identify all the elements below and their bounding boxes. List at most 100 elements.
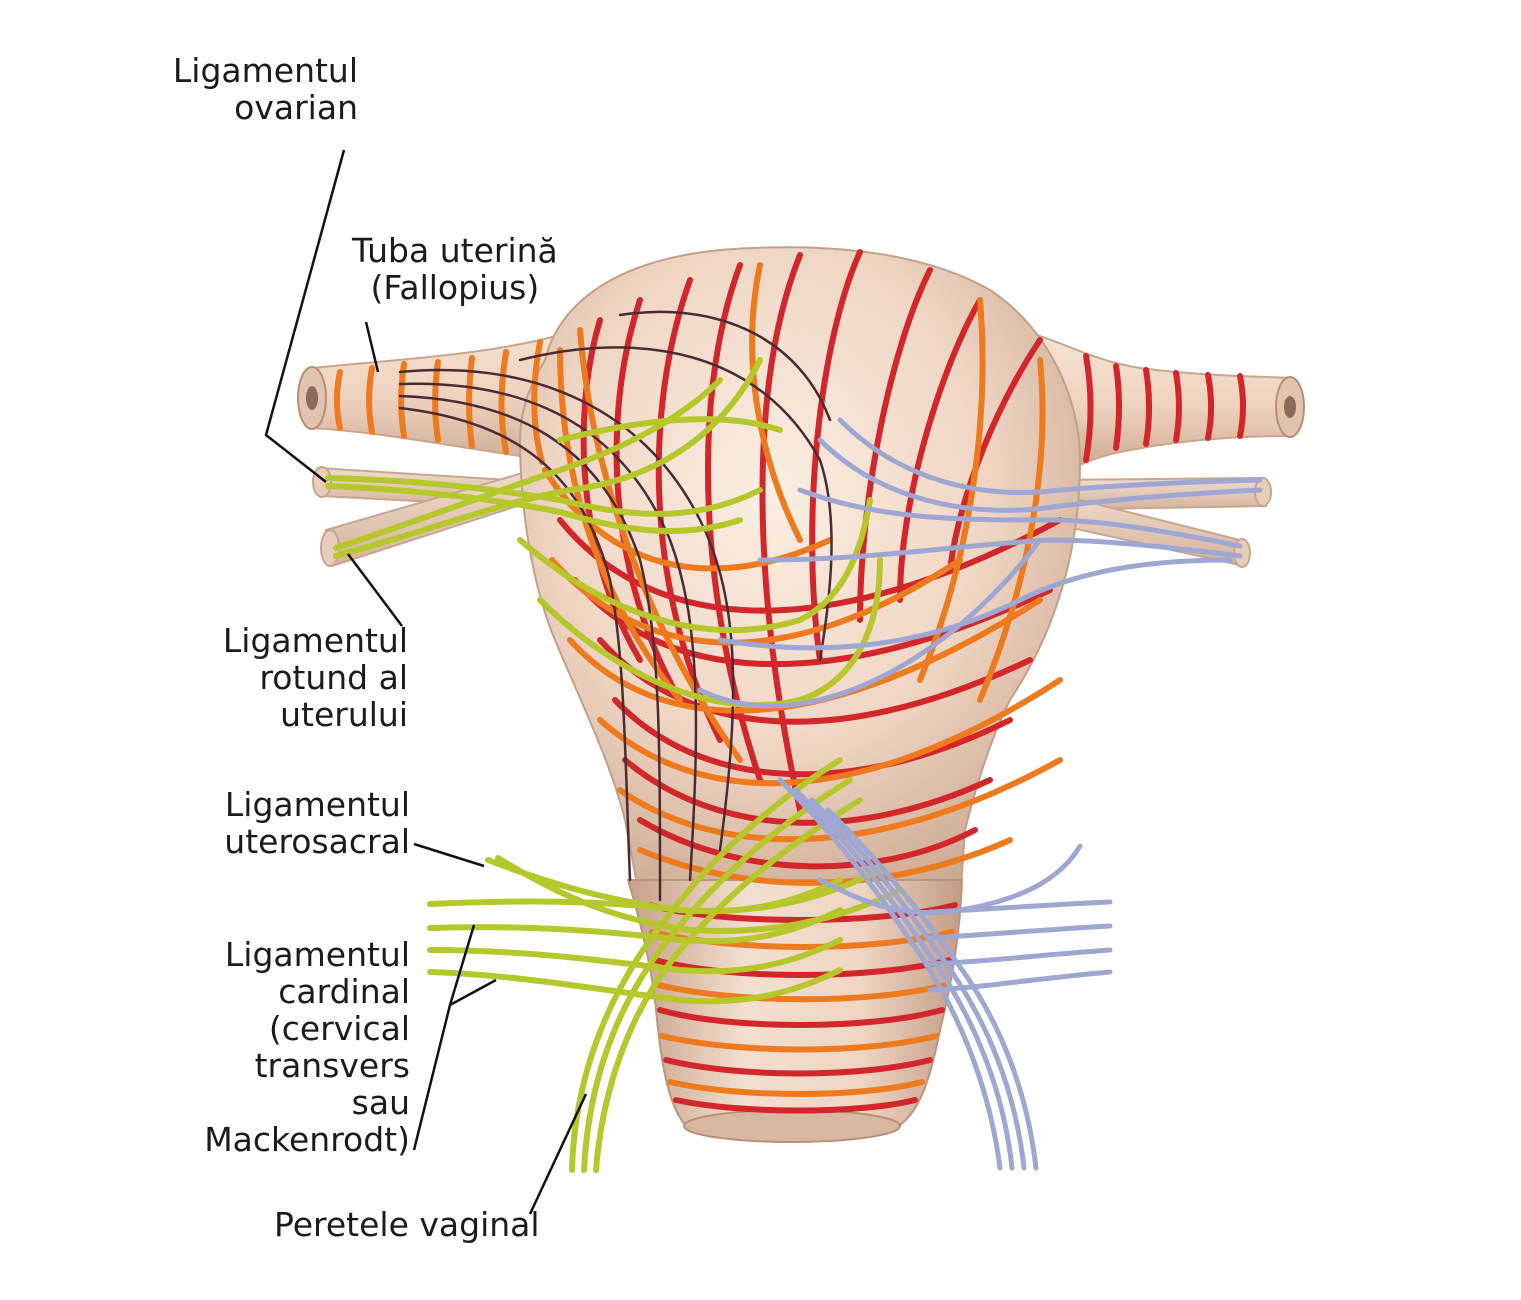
label-ligamentul-rotund: Ligamentul rotund al uterului <box>223 622 408 733</box>
label-line: transvers <box>254 1046 410 1085</box>
cardinal-fiber <box>427 937 843 975</box>
vaginal-fiber <box>581 777 853 1173</box>
leader-vaginal <box>528 1093 588 1215</box>
uterus-body <box>518 246 1082 1143</box>
blue-fiber <box>927 899 1113 915</box>
right-tube-ring <box>1083 353 1094 463</box>
right-tube-ring <box>1237 373 1246 439</box>
blue-fiber <box>757 537 1243 563</box>
blue-fiber <box>825 807 1039 1171</box>
red-fiber <box>857 267 933 623</box>
blue-fiber <box>809 797 1027 1171</box>
red-fiber-ring <box>652 957 953 978</box>
left-tube-ring <box>398 361 407 439</box>
right-tube-lumen <box>1284 396 1296 418</box>
ovarian-ligament-fiber <box>325 483 743 534</box>
left-tube-ring <box>432 359 441 443</box>
blue-fibers <box>697 417 1263 1171</box>
leader-uterosacral <box>413 842 485 868</box>
dark-fiber <box>398 406 632 882</box>
orange-fiber <box>567 597 1043 714</box>
leader-tube <box>364 321 380 373</box>
round-ligament-fiber <box>557 416 783 443</box>
label-ligamentul-ovarian: Ligamentul ovarian <box>173 52 358 126</box>
label-line: cardinal <box>278 972 410 1011</box>
label-line: Ligamentul <box>222 621 408 660</box>
label-line: Ligamentul <box>172 51 358 90</box>
orange-fiber <box>617 757 1063 843</box>
round-ligament-fiber <box>333 377 723 551</box>
right-tube-ring <box>1143 367 1152 447</box>
left-tube-ring <box>366 365 375 435</box>
right-tube-ring <box>1173 370 1182 443</box>
orange-fiber-ring <box>659 1033 939 1053</box>
round-ligament-fiber <box>537 557 883 709</box>
leader-round <box>347 553 403 627</box>
leader-lines <box>264 149 588 1215</box>
left-tube-ring <box>498 349 509 455</box>
label-line: sau <box>351 1083 410 1122</box>
label-line: rotund al <box>259 658 408 697</box>
label-line: (cervical <box>268 1009 410 1048</box>
round-ligament-fiber <box>333 357 763 559</box>
red-fiber-ring <box>657 1007 945 1028</box>
leader-cardinal <box>412 924 476 1151</box>
label-line: Mackenrodt) <box>204 1120 410 1159</box>
red-fiber <box>809 249 863 663</box>
ovarian-ligament-fiber <box>325 475 763 517</box>
blue-fiber <box>837 417 1263 495</box>
orange-fiber-ring <box>667 1079 925 1097</box>
label-line: Ligamentul <box>224 935 410 974</box>
left-tube-ring <box>334 369 343 431</box>
blue-fiber <box>927 969 1113 993</box>
red-fiber <box>897 297 983 603</box>
label-line: ovarian <box>234 88 358 127</box>
cervix-bottom-rim <box>683 1109 901 1143</box>
orange-fiber <box>977 357 1046 703</box>
label-line: uterosacral <box>224 822 410 861</box>
blue-fiber <box>927 923 1113 941</box>
label-line: Ligamentul <box>224 785 410 824</box>
label-line: (Fallopius) <box>370 268 540 307</box>
blue-fiber <box>717 557 1233 651</box>
red-fiber <box>612 697 1013 778</box>
right-tube-ring <box>1113 363 1122 451</box>
left-stub-end-1 <box>312 466 332 498</box>
dark-fiber <box>518 346 833 662</box>
label-ligamentul-cardinal: Ligamentul cardinal (cervical transvers … <box>204 936 410 1158</box>
red-fiber <box>622 757 993 826</box>
vaginal-fiber <box>593 797 863 1173</box>
left-tube-lumen <box>306 386 318 410</box>
orange-fiber-ring <box>655 982 949 1003</box>
leader-ovarian <box>264 149 346 483</box>
blue-fiber <box>777 777 1003 1171</box>
red-fiber <box>637 817 978 870</box>
orange-fiber <box>577 327 743 763</box>
dark-fiber <box>618 310 832 422</box>
leader-cardinal-2 <box>449 978 497 1007</box>
orange-fiber <box>557 347 683 703</box>
red-fiber <box>759 252 803 813</box>
blue-fiber <box>817 437 1263 513</box>
red-fiber-ring <box>663 1057 933 1077</box>
label-peretele-vaginal: Peretele vaginal <box>274 1206 540 1243</box>
uterosacral-fiber <box>495 855 903 934</box>
orange-fiber <box>597 677 1063 787</box>
label-tuba-uterina: Tuba uterină (Fallopius) <box>352 232 558 306</box>
blue-fiber <box>793 787 1015 1171</box>
label-line: uterului <box>280 695 408 734</box>
dark-fiber <box>398 368 735 852</box>
orange-fiber <box>749 262 803 543</box>
cardinal-fiber <box>427 967 843 1005</box>
label-line: Peretele vaginal <box>274 1205 540 1244</box>
label-line: Tuba uterină <box>352 231 558 270</box>
blue-fiber <box>797 487 1243 549</box>
blue-fiber <box>697 537 1043 709</box>
green-fibers <box>325 357 903 1173</box>
label-ligamentul-uterosacral: Ligamentul uterosacral <box>224 786 410 860</box>
red-fiber-ring <box>673 1097 918 1114</box>
dark-fibers <box>398 310 833 902</box>
dark-fiber <box>398 382 698 882</box>
red-fiber <box>947 337 1043 573</box>
